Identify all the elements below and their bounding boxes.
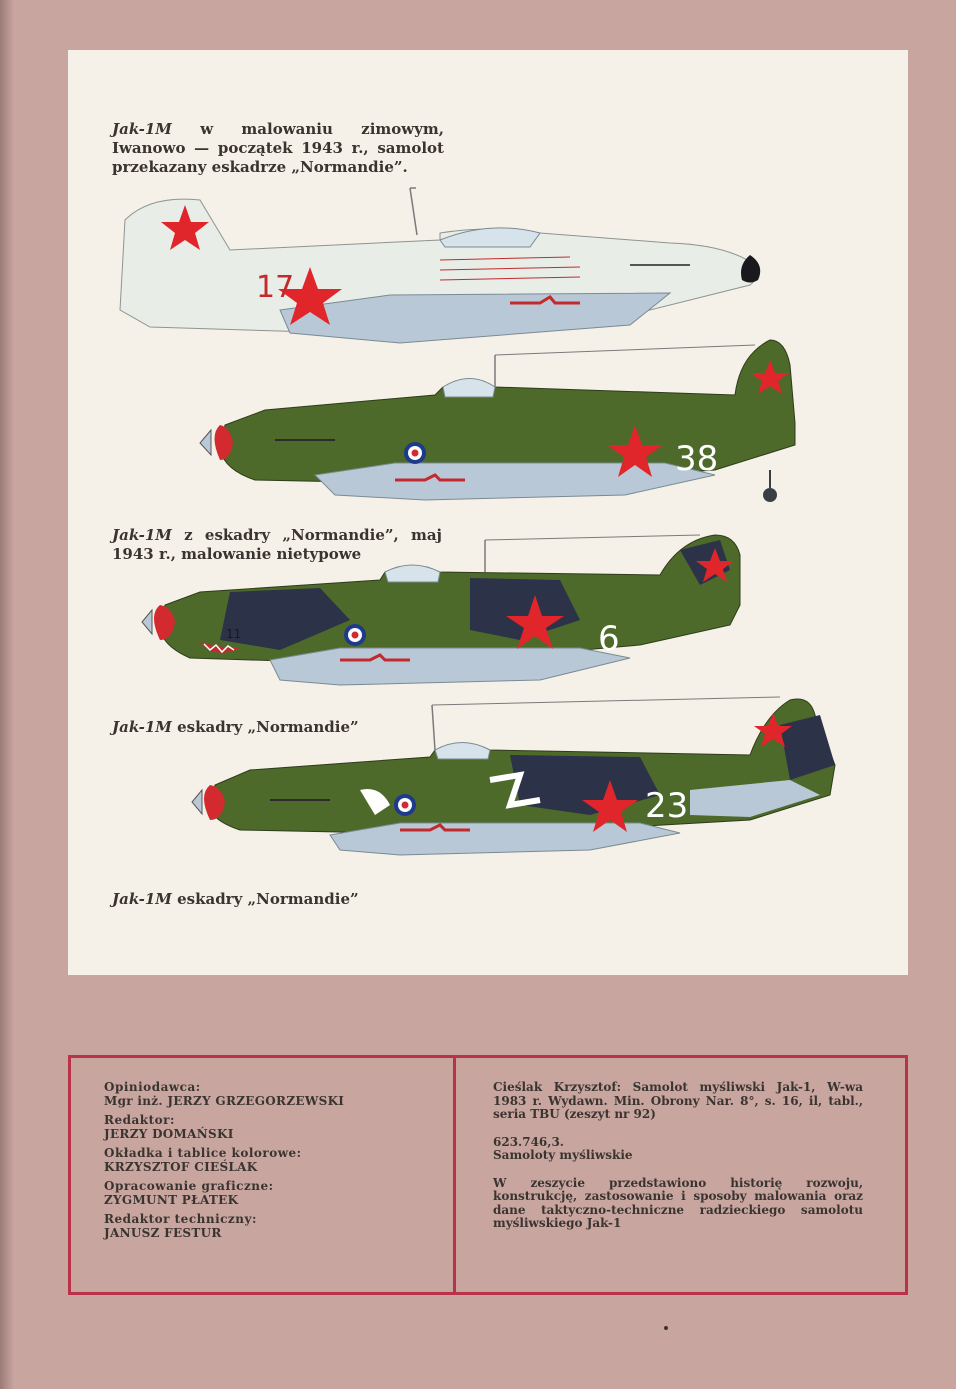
credit-name: Mgr inż. JERZY GRZEGORZEWSKI — [104, 1093, 345, 1108]
subject-heading: Samoloty myśliwskie — [493, 1148, 633, 1162]
caption-text: eskadry „Normandie” — [171, 718, 359, 736]
caption-plane-3: Jak-1M eskadry „Normandie” — [112, 718, 359, 737]
aircraft-2-number: 38 — [675, 439, 718, 479]
caption-model: Jak-1M — [112, 890, 172, 908]
bibliographic-citation: Cieślak Krzysztof: Samolot myśliwski Jak… — [493, 1080, 863, 1121]
caption-text: w malowaniu zimowym, Iwanowo — początek … — [112, 120, 444, 176]
credit-name: JERZY DOMAŃSKI — [104, 1126, 234, 1141]
caption-model: Jak-1M — [112, 120, 172, 138]
credit-editor: Redaktor: JERZY DOMAŃSKI — [104, 1113, 444, 1141]
bibliographic-column: Cieślak Krzysztof: Samolot myśliwski Jak… — [493, 1080, 863, 1245]
caption-model: Jak-1M — [112, 718, 172, 736]
page-edge-shadow — [0, 0, 14, 1389]
credit-label: Opracowanie graficzne: — [104, 1179, 274, 1193]
caption-model: Jak-1M — [112, 526, 172, 544]
credit-label: Redaktor techniczny: — [104, 1212, 257, 1226]
caption-plane-2: Jak-1M z eskadry „Normandie”, maj 1943 r… — [112, 526, 442, 564]
credit-name: KRZYSZTOF CIEŚLAK — [104, 1159, 258, 1174]
credit-label: Opiniodawca: — [104, 1080, 201, 1094]
caption-text: eskadry „Normandie” — [171, 890, 359, 908]
aircraft-4-number: 23 — [645, 786, 688, 826]
credit-name: JANUSZ FESTUR — [104, 1225, 222, 1240]
page-mark — [664, 1326, 668, 1330]
credit-cover-plates: Okładka i tablice kolorowe: KRZYSZTOF CI… — [104, 1146, 444, 1174]
colophon-divider — [453, 1055, 456, 1295]
classification-number: 623.746,3. — [493, 1134, 564, 1149]
colophon-box — [68, 1055, 908, 1295]
caption-plane-1: Jak-1M w malowaniu zimowym, Iwanowo — po… — [112, 120, 444, 177]
caption-plane-4: Jak-1M eskadry „Normandie” — [112, 890, 359, 909]
aircraft-3-shark: 6 11 — [141, 534, 741, 686]
credit-graphic-design: Opracowanie graficzne: ZYGMUNT PŁATEK — [104, 1179, 444, 1207]
credit-name: ZYGMUNT PŁATEK — [104, 1192, 239, 1207]
classification-block: 623.746,3. Samoloty myśliwskie — [493, 1134, 863, 1163]
credit-reviewer: Opiniodawca: Mgr inż. JERZY GRZEGORZEWSK… — [104, 1080, 444, 1108]
aircraft-4-camo: 23 — [191, 696, 836, 856]
abstract: W zeszycie przedstawiono historię rozwoj… — [493, 1175, 863, 1230]
credit-technical-editor: Redaktor techniczny: JANUSZ FESTUR — [104, 1212, 444, 1240]
credit-label: Redaktor: — [104, 1113, 175, 1127]
aircraft-3-number: 6 — [598, 619, 620, 659]
caption-text: z eskadry „Normandie”, maj 1943 r., malo… — [112, 526, 442, 563]
credit-label: Okładka i tablice kolorowe: — [104, 1146, 302, 1160]
credits-column: Opiniodawca: Mgr inż. JERZY GRZEGORZEWSK… — [104, 1080, 444, 1246]
aircraft-3-nose-mark: 11 — [226, 627, 241, 641]
aircraft-1-winter: 17 — [119, 187, 761, 344]
aircraft-1-number: 17 — [256, 270, 294, 305]
aircraft-2-olive: 38 — [199, 339, 796, 502]
